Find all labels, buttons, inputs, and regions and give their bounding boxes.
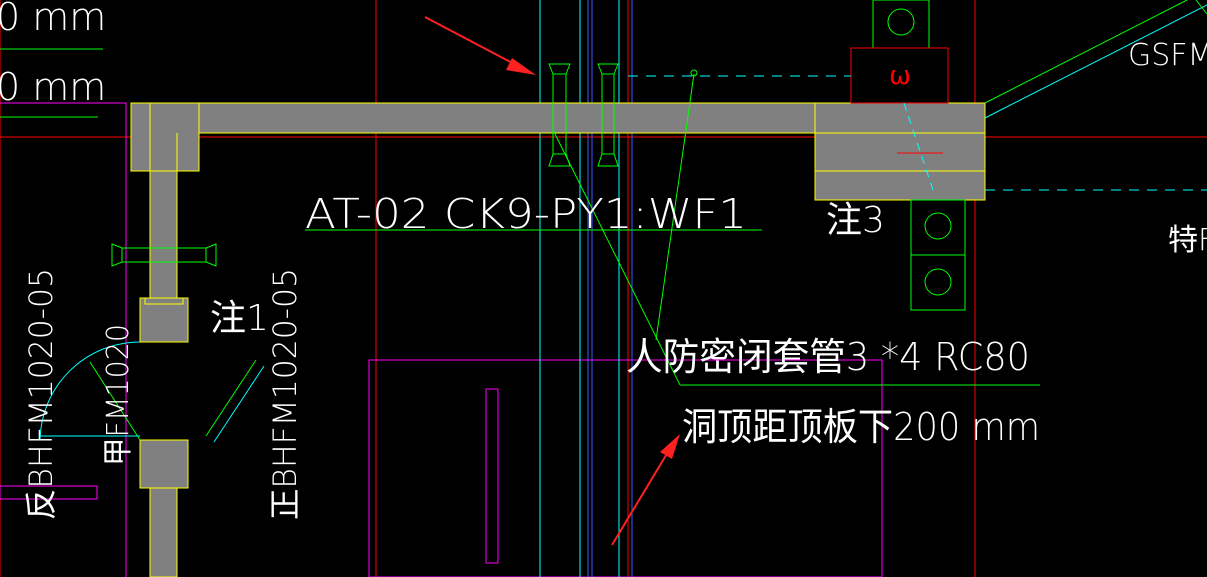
text-labels: 0 mm 0 mm AT-02 CK9-PY1:WF1 注3 注1 GSFM 特… <box>0 0 1207 520</box>
walls <box>130 102 986 577</box>
wall-inner-lines <box>144 103 985 305</box>
pipe-label-main: AT-02 CK9-PY1:WF1 <box>305 190 747 238</box>
gsfm-label: GSFM <box>1128 38 1207 73</box>
valve-code-label: ω <box>889 61 911 91</box>
sleeve-label: 人防密闭套管3 *4 RC80 <box>626 335 1030 379</box>
lower-valve-assembly <box>910 199 966 311</box>
door-label-right: 正BHFM1020-05 <box>266 268 304 520</box>
special-label: 特F <box>1168 223 1207 258</box>
wall-pier-upper <box>139 297 189 343</box>
door-label-mid: 甲FM1020 <box>101 324 136 466</box>
door-label-left: 反BHFM1020-05 <box>22 268 60 520</box>
dimension-text-lower: 0 mm <box>0 65 106 109</box>
wall-stub-bottom <box>149 487 178 577</box>
sleeve-1 <box>548 63 571 167</box>
sleeve-2 <box>597 63 619 167</box>
note3-label: 注3 <box>826 200 885 241</box>
arrow-bottom <box>611 434 680 546</box>
wall-pier-lower <box>139 439 189 489</box>
dashed-pipes <box>628 75 1207 191</box>
sleeves <box>111 63 619 267</box>
upper-valve-assembly: ω <box>850 0 949 191</box>
sleeve-horizontal <box>111 243 217 267</box>
wall-corner-left <box>130 102 200 172</box>
arrow-top <box>424 16 536 75</box>
dimension-lines <box>0 48 103 118</box>
duct-diagonals <box>984 0 1207 119</box>
hole-label: 洞顶距顶板下200 mm <box>682 405 1040 449</box>
wall-right-block <box>814 102 986 201</box>
door-swings <box>39 341 265 443</box>
dimension-text-upper: 0 mm <box>0 0 106 39</box>
leader-lines <box>305 69 1040 386</box>
wall-horizontal <box>130 102 816 134</box>
wall-vertical-column <box>149 170 178 299</box>
note1-label: 注1 <box>210 298 269 339</box>
pipe-lines <box>539 0 633 577</box>
annotation-arrows <box>424 16 680 546</box>
